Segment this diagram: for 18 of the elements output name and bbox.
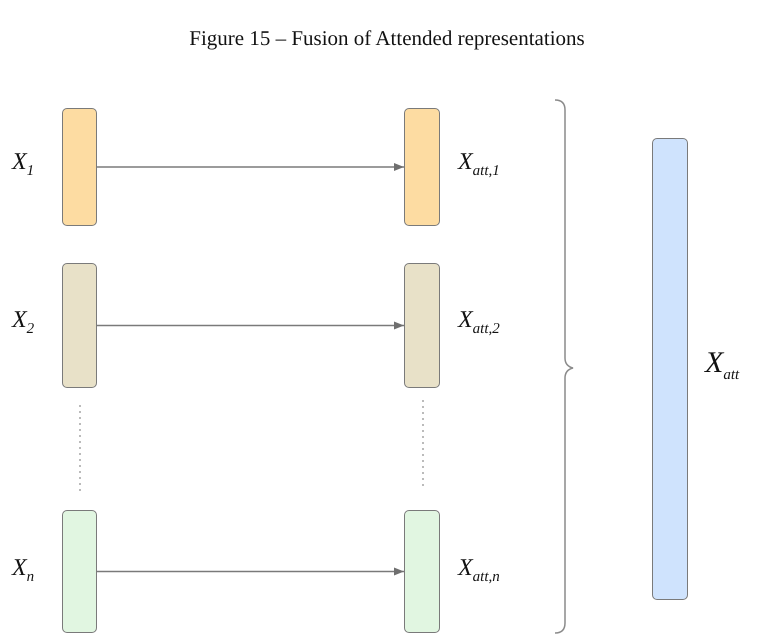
math-label: X$_{att,2}$: [458, 308, 500, 337]
math-label: X$_{att}$: [705, 348, 740, 383]
vector-bar: [404, 510, 440, 633]
arrow: [97, 568, 404, 576]
math-label: X$_{2}$: [12, 308, 34, 337]
math-label: X$_{1}$: [12, 150, 34, 179]
arrow: [97, 322, 404, 330]
vector-bar: [652, 138, 688, 600]
vector-bar: [62, 108, 97, 226]
arrow: [97, 163, 404, 171]
math-label: X$_{att,1}$: [458, 150, 500, 179]
figure-title: Figure 15 – Fusion of Attended representations: [188, 26, 586, 51]
vector-bar: [404, 108, 440, 226]
vector-bar: [62, 510, 97, 633]
vector-bar: [62, 263, 97, 388]
math-label: X$_{n}$: [12, 556, 34, 585]
vector-bar: [404, 263, 440, 388]
math-label: X$_{att,n}$: [458, 556, 500, 585]
